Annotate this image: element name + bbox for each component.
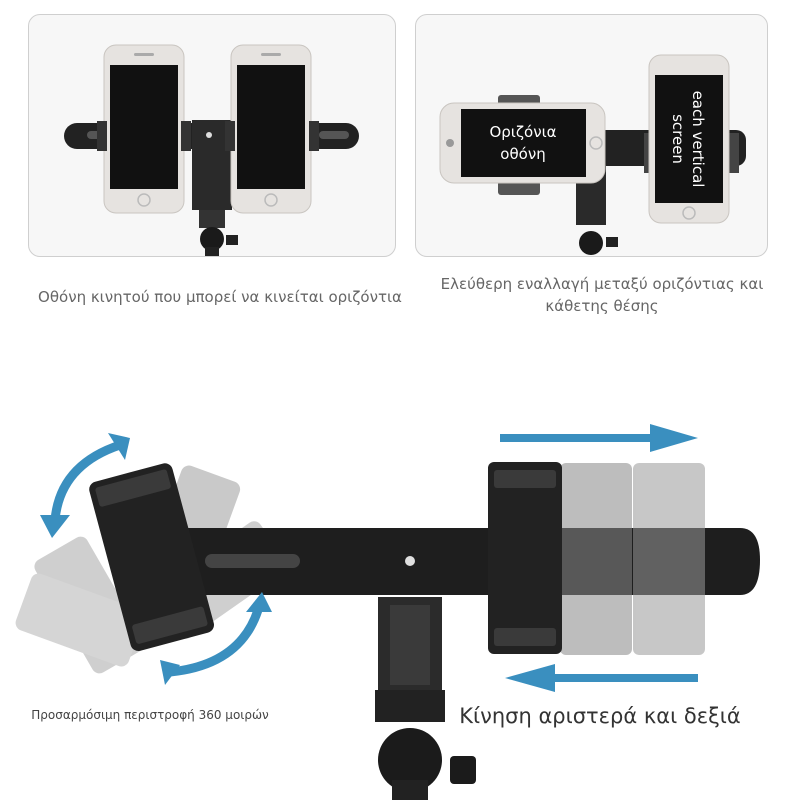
vertical-phone-label-line2: screen: [669, 114, 687, 164]
phone-vertical: each vertical screen: [644, 54, 739, 224]
phone-horizontal: Οριζόνια οθόνη: [439, 95, 606, 195]
rotate-clamp-main: [89, 463, 214, 652]
caption-rotation: Προσαρμόσιμη περιστροφή 360 μοιρών: [31, 708, 269, 722]
rotation-ghost-clamps: [15, 465, 288, 674]
move-left-arrow-icon: [505, 664, 698, 692]
caption-horizontal-move: Οθόνη κινητού που μπορεί να κινείται ορι…: [38, 288, 402, 306]
caption-left-right: Κίνηση αριστερά και δεξιά: [459, 704, 741, 728]
rotation-arrow-icon: [40, 433, 272, 685]
bracket-illustration-mixed: Οριζόνια οθόνη each vertical screen: [439, 54, 746, 255]
photo-mixed-orientation-phones: Οριζόνια οθόνη each vertical screen: [415, 14, 768, 257]
center-clamp-mount: [378, 597, 442, 693]
bracket-bar: [120, 528, 760, 595]
slide-ghost-clamps: [560, 463, 705, 655]
caption-switch-orientation: Ελεύθερη εναλλαγή μεταξύ οριζόντιας και …: [440, 275, 764, 315]
vertical-phone-label-line1: each vertical: [689, 91, 707, 188]
slide-clamp-main: [488, 462, 562, 654]
ball-head: [378, 728, 442, 792]
phone-right: [230, 44, 312, 214]
move-right-arrow-icon: [500, 424, 698, 452]
phone-left: [103, 44, 185, 214]
horizontal-phone-label-line1: Οριζόνια: [489, 123, 556, 141]
bracket-illustration-vertical: [64, 44, 359, 256]
photo-two-vertical-phones: [28, 14, 396, 257]
horizontal-phone-label-line2: οθόνη: [500, 145, 545, 163]
